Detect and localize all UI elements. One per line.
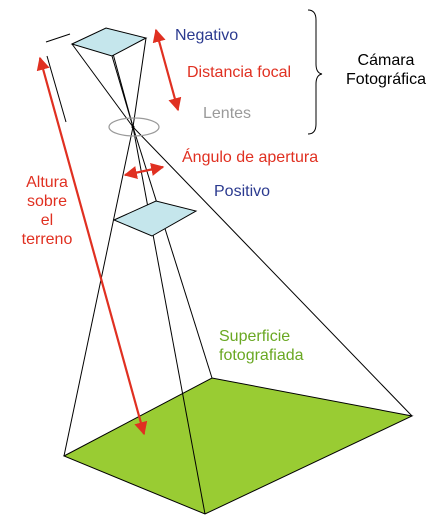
altura-line-4: terreno [21,231,73,248]
altura-line-2: sobre [26,193,68,210]
label-superficie-fotografiada: Superficie fotografiada [219,327,304,365]
label-distancia-focal: Distancia focal [187,64,292,81]
altura-line-3: el [40,212,54,229]
label-angulo-apertura: Ángulo de apertura [182,149,319,166]
label-camara-fotografica: Cámara Fotográfica [336,51,436,89]
neg-line-3 [132,37,147,128]
camera-top-edge [45,33,71,43]
label-altura-sobre-terreno: Altura sobre el terreno [10,173,84,249]
label-positivo: Positivo [214,183,271,200]
neg-line-1 [71,43,134,128]
camara-line-1: Cámara [357,52,415,69]
negative-film [70,27,148,57]
height-arrow [36,56,148,436]
focal-distance-arrow [152,28,182,112]
superficie-line-1: Superficie [219,328,291,345]
lens-center [131,125,135,129]
measurement-arrows [36,28,182,436]
aperture-angle-arrow [123,162,165,180]
camera-body-lines [45,33,71,123]
camara-line-2: Fotográfica [345,71,427,88]
proj-line-3 [132,126,413,417]
camera-side-edge [46,55,67,123]
neg-line-4 [111,55,134,128]
superficie-line-2: fotografiada [219,347,304,364]
ground-surface [62,377,414,515]
label-negativo: Negativo [175,27,239,44]
altura-line-1: Altura [26,174,68,191]
camera-bracket [307,9,323,135]
label-lentes: Lentes [203,105,252,122]
positive-film [112,200,198,237]
